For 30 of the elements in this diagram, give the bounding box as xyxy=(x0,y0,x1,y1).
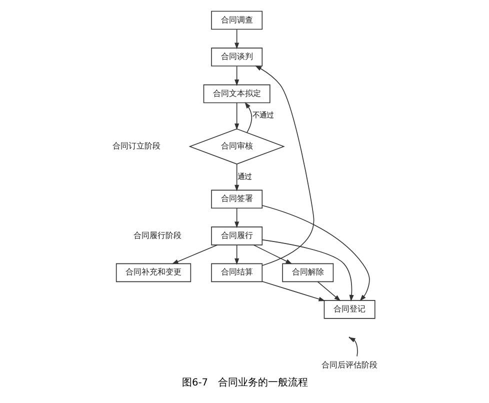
arrow xyxy=(254,65,314,266)
node-box: 合同谈判 xyxy=(210,48,262,66)
edge-label: 通过 xyxy=(237,172,252,181)
arrow xyxy=(234,244,239,265)
node-diamond: 合同审核 xyxy=(188,128,284,164)
arrow xyxy=(262,205,370,302)
arrow xyxy=(234,29,239,50)
node-box: 合同签署 xyxy=(210,190,262,209)
node-box: 合同调查 xyxy=(210,10,262,30)
node-box: 合同文本拟定 xyxy=(202,84,270,104)
caption: 图6-7 合同业务的一般流程 xyxy=(181,378,308,389)
arrow xyxy=(234,164,239,192)
node-box: 合同结算 xyxy=(210,263,262,282)
label: 合同履行阶段 xyxy=(133,230,182,240)
label: 合同订立阶段 xyxy=(112,140,160,151)
edge-label: 不通过 xyxy=(252,110,273,120)
arrow xyxy=(234,102,239,130)
arrow xyxy=(244,102,252,133)
arrow xyxy=(262,281,325,302)
node-box: 合同补充和变更 xyxy=(115,263,191,282)
arrow xyxy=(316,281,340,302)
node-text: 合同后评估阶段 xyxy=(321,360,378,370)
node-box: 合同解除 xyxy=(282,263,334,282)
arrow xyxy=(171,244,218,264)
arrow xyxy=(234,66,239,86)
node-box: 合同履行 xyxy=(210,226,262,246)
node-box: 合同登记 xyxy=(323,300,375,319)
arrow xyxy=(261,239,354,302)
arrow xyxy=(234,208,239,228)
arrow xyxy=(252,244,292,264)
